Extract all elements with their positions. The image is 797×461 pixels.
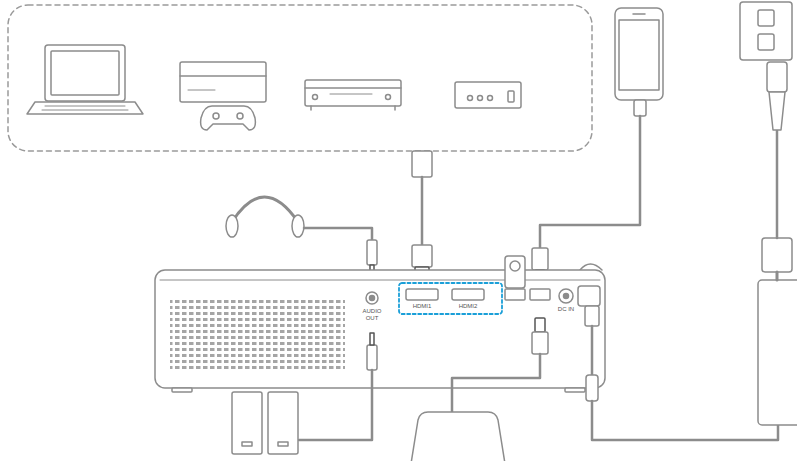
- hdmi-highlight: [399, 283, 502, 314]
- port-label: HDMI2: [453, 303, 483, 310]
- usb-dongle: [505, 256, 525, 288]
- port-label: AUDIO OUT: [359, 308, 385, 321]
- hdmi-cable: [412, 151, 432, 287]
- laptop-icon: [27, 45, 143, 114]
- projector-body: [155, 264, 605, 392]
- port-label: DC IN: [553, 306, 579, 313]
- ports: [366, 289, 573, 304]
- usb-drive-cable: [410, 318, 548, 461]
- device-group-frame: [8, 5, 592, 151]
- set-top-box-icon: [455, 82, 521, 108]
- power-supply: [578, 2, 797, 440]
- speakers-icon: [232, 333, 377, 454]
- game-console-icon: [180, 62, 266, 130]
- port-label: HDMI1: [407, 303, 437, 310]
- phone-icon: [532, 8, 663, 288]
- disc-player-icon: [305, 80, 401, 110]
